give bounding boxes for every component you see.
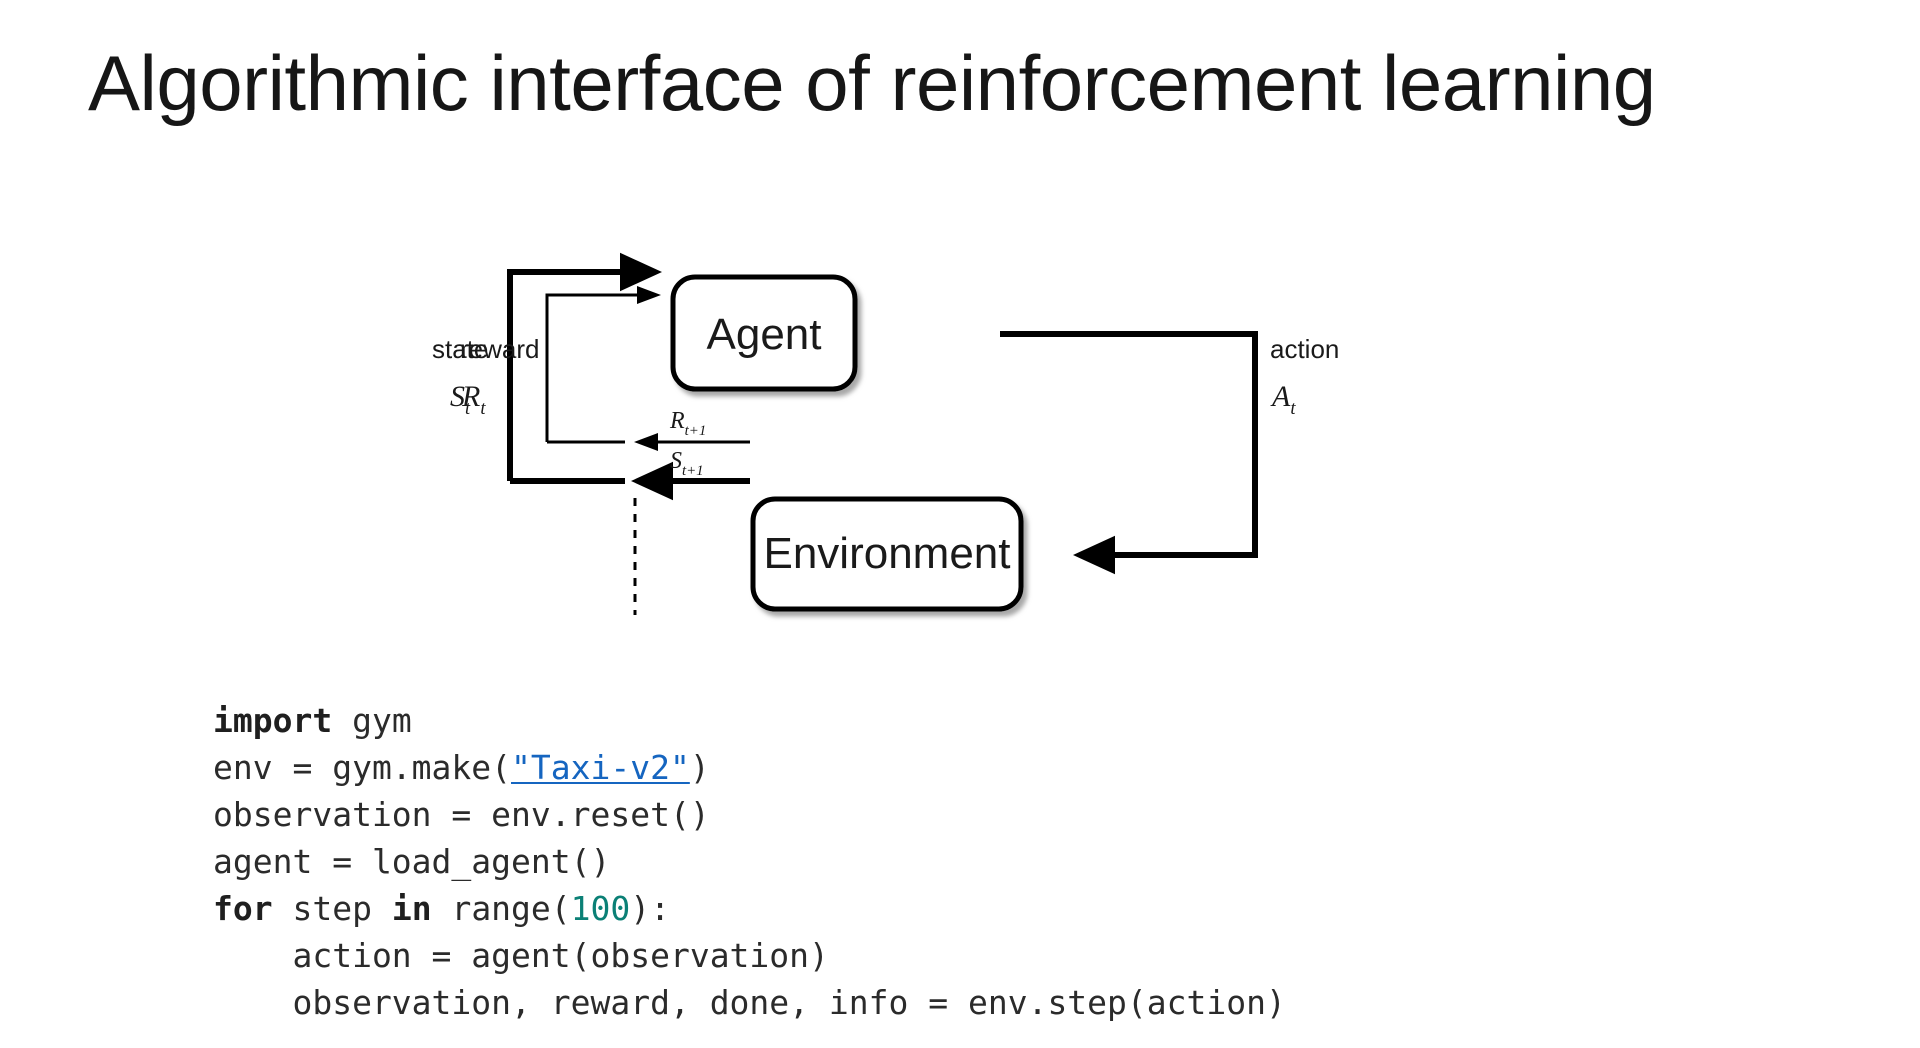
code-token: ):: [630, 889, 671, 928]
node-environment: [750, 496, 1024, 612]
edge-state-next-symbol: St+1: [670, 448, 704, 479]
code-line: env = gym.make("Taxi-v2"): [213, 744, 1286, 791]
code-line: observation, reward, done, info = env.st…: [213, 979, 1286, 1026]
code-token: action = agent(observation): [213, 936, 829, 975]
edge-state-symbol: St: [450, 380, 471, 419]
code-line: observation = env.reset(): [213, 791, 1286, 838]
edge-reward-symbol: Rt: [461, 380, 486, 419]
code-token: observation, reward, done, info = env.st…: [213, 983, 1286, 1022]
rl-loop-diagram: state St reward Rt Rt+1 St+1 action At: [380, 210, 1400, 630]
code-line: for step in range(100):: [213, 885, 1286, 932]
node-agent: [670, 274, 858, 392]
edge-action: action At: [1000, 331, 1339, 575]
code-token: observation = env.reset(): [213, 795, 710, 834]
code-line: import gym: [213, 697, 1286, 744]
edge-action-word: action: [1270, 334, 1339, 364]
page-title: Algorithmic interface of reinforcement l…: [88, 39, 1656, 127]
node-agent-label: Agent: [707, 310, 822, 359]
code-token: in: [391, 889, 432, 928]
code-token: for: [213, 889, 273, 928]
code-token: 100: [570, 889, 631, 928]
edge-reward-next: Rt+1: [634, 408, 750, 451]
code-line: action = agent(observation): [213, 932, 1286, 979]
edge-action-symbol: At: [1270, 380, 1296, 419]
edge-state-next: St+1: [631, 448, 750, 501]
code-line: agent = load_agent(): [213, 838, 1286, 885]
edge-reward-next-symbol: Rt+1: [669, 408, 706, 439]
code-token: import: [213, 701, 333, 740]
env-id-link[interactable]: "Taxi-v2": [511, 748, 690, 787]
edge-reward-word: reward: [460, 334, 539, 364]
edge-state-word: state: [432, 334, 488, 364]
code-token: range(: [431, 889, 571, 928]
edge-reward: reward Rt: [460, 286, 661, 444]
edge-state: state St: [432, 252, 662, 484]
code-token: env = gym.make(: [213, 748, 512, 787]
node-environment-label: Environment: [763, 529, 1010, 578]
code-token: ): [689, 748, 710, 787]
code-token: step: [272, 889, 392, 928]
code-token: agent = load_agent(): [213, 842, 611, 881]
code-token: gym: [332, 701, 412, 740]
